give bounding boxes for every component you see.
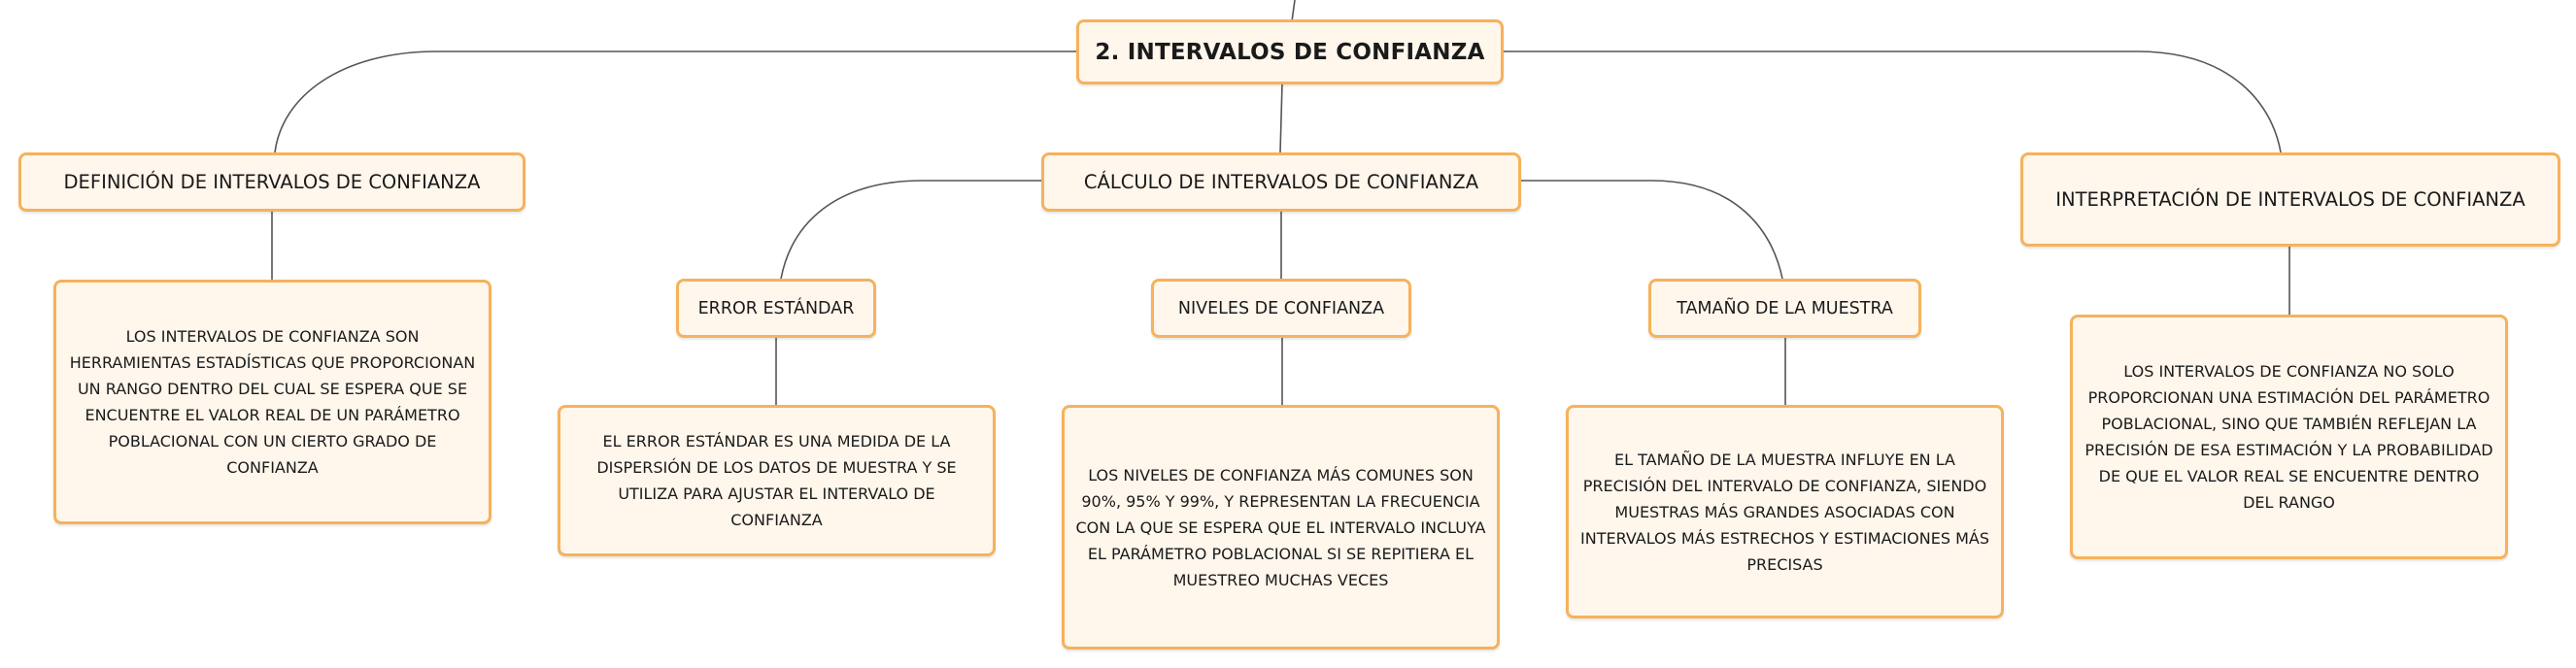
topic-definicion-label: DEFINICIÓN DE INTERVALOS DE CONFIANZA <box>63 171 481 193</box>
note-tamano-muestra-text: EL TAMAÑO DE LA MUESTRA INFLUYE EN LA PR… <box>1580 450 1989 574</box>
connector-parent-to-root <box>1291 0 1296 22</box>
subtopic-error-estandar-label: ERROR ESTÁNDAR <box>697 298 855 318</box>
topic-calculo-label: CÁLCULO DE INTERVALOS DE CONFIANZA <box>1083 171 1479 193</box>
note-error-estandar-text: EL ERROR ESTÁNDAR ES UNA MEDIDA DE LA DI… <box>596 432 957 529</box>
root-topic-label: 2. INTERVALOS DE CONFIANZA <box>1095 39 1485 65</box>
note-interpretacion[interactable]: LOS INTERVALOS DE CONFIANZA NO SOLO PROP… <box>2070 315 2508 559</box>
note-niveles-confianza-text: LOS NIVELES DE CONFIANZA MÁS COMUNES SON… <box>1075 465 1486 589</box>
note-definicion-text: LOS INTERVALOS DE CONFIANZA SON HERRAMIE… <box>69 327 476 477</box>
note-error-estandar[interactable]: EL ERROR ESTÁNDAR ES UNA MEDIDA DE LA DI… <box>558 405 996 556</box>
note-definicion[interactable]: LOS INTERVALOS DE CONFIANZA SON HERRAMIE… <box>53 280 491 524</box>
note-tamano-muestra[interactable]: EL TAMAÑO DE LA MUESTRA INFLUYE EN LA PR… <box>1566 405 2004 618</box>
subtopic-tamano-muestra[interactable]: TAMAÑO DE LA MUESTRA <box>1648 279 1921 338</box>
connector-calculo-to-tamano <box>1521 180 1783 280</box>
subtopic-niveles-confianza[interactable]: NIVELES DE CONFIANZA <box>1151 279 1411 338</box>
subtopic-error-estandar[interactable]: ERROR ESTÁNDAR <box>676 279 876 338</box>
root-topic[interactable]: 2. INTERVALOS DE CONFIANZA <box>1076 19 1504 84</box>
subtopic-niveles-confianza-label: NIVELES DE CONFIANZA <box>1177 298 1385 318</box>
topic-calculo[interactable]: CÁLCULO DE INTERVALOS DE CONFIANZA <box>1041 152 1521 212</box>
connector-root-to-calculo <box>1279 83 1283 153</box>
note-interpretacion-text: LOS INTERVALOS DE CONFIANZA NO SOLO PROP… <box>2085 362 2493 512</box>
topic-interpretacion[interactable]: INTERPRETACIÓN DE INTERVALOS DE CONFIANZ… <box>2020 152 2560 247</box>
topic-definicion[interactable]: DEFINICIÓN DE INTERVALOS DE CONFIANZA <box>18 152 525 212</box>
connector-root-to-interpretacion <box>1504 50 2282 153</box>
note-niveles-confianza[interactable]: LOS NIVELES DE CONFIANZA MÁS COMUNES SON… <box>1062 405 1500 650</box>
subtopic-tamano-muestra-label: TAMAÑO DE LA MUESTRA <box>1677 298 1893 318</box>
connector-root-to-definicion <box>274 50 1076 153</box>
topic-interpretacion-label: INTERPRETACIÓN DE INTERVALOS DE CONFIANZ… <box>2055 188 2525 211</box>
connector-calculo-to-error <box>780 180 1041 280</box>
